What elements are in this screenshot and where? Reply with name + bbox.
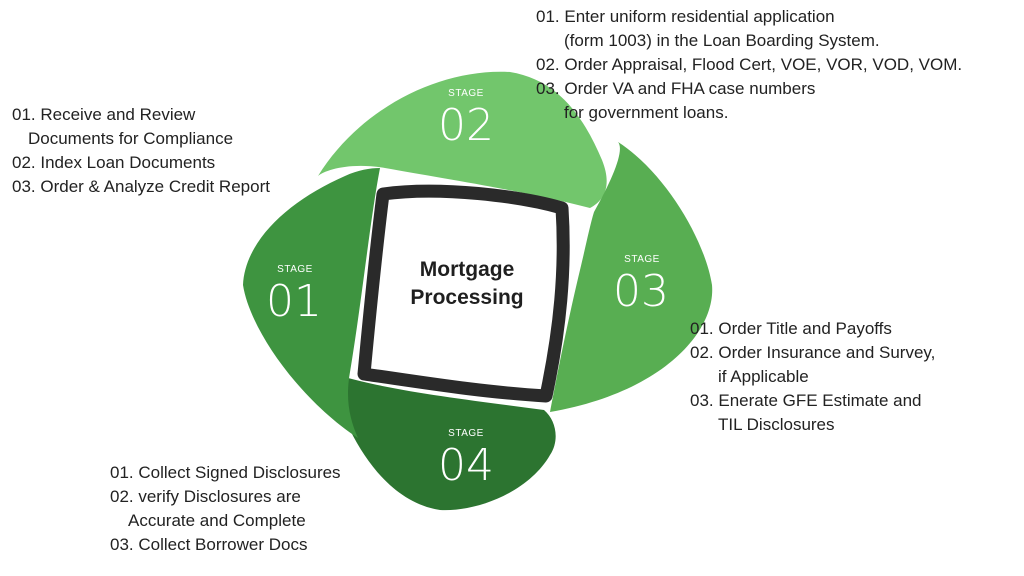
center-title-line1: Mortgage — [420, 258, 515, 281]
stage-02-petal — [318, 71, 607, 208]
stage-02-line-1: 01. Enter uniform residential applicatio… — [536, 7, 835, 26]
center-panel — [372, 199, 555, 388]
center-frame — [357, 184, 570, 403]
stage-01-line-2: Documents for Compliance — [28, 129, 234, 148]
stage-02-line-3: 02. Order Appraisal, Flood Cert, VOE, VO… — [536, 55, 963, 74]
stage-02-label: STAGE — [448, 88, 484, 99]
stage-01-line-3: 02. Index Loan Documents — [12, 153, 216, 172]
stage-03-text: 01. Order Title and Payoffs 02. Order In… — [690, 317, 935, 437]
stage-03-line-5: TIL Disclosures — [718, 415, 835, 434]
stage-04-number: 04 — [438, 440, 494, 491]
stage-01-line-1: 01. Receive and Review — [12, 105, 196, 124]
stage-02-line-4: 03. Order VA and FHA case numbers — [536, 79, 816, 98]
stage-02-number: 02 — [438, 100, 494, 151]
stage-04-line-4: 03. Collect Borrower Docs — [110, 535, 308, 554]
stage-04-label: STAGE — [448, 428, 484, 439]
stage-01-line-4: 03. Order & Analyze Credit Report — [12, 177, 270, 196]
stage-01-petal — [243, 168, 380, 438]
stage-04-line-1: 01. Collect Signed Disclosures — [110, 463, 341, 482]
stage-02-line-5: for government loans. — [564, 103, 729, 122]
stage-03-line-1: 01. Order Title and Payoffs — [690, 319, 892, 338]
stage-03-label: STAGE — [624, 254, 660, 265]
stage-03-number: 03 — [613, 266, 669, 317]
stage-02-text: 01. Enter uniform residential applicatio… — [536, 5, 962, 125]
center-title-line2: Processing — [410, 286, 523, 309]
stage-04-petal — [344, 378, 556, 511]
stage-01-label: STAGE — [277, 264, 313, 275]
stage-01-text: 01. Receive and Review Documents for Com… — [12, 103, 270, 199]
stage-03-line-2: 02. Order Insurance and Survey, — [690, 343, 936, 362]
stage-02-line-2: (form 1003) in the Loan Boarding System. — [564, 31, 880, 50]
stage-04-text: 01. Collect Signed Disclosures 02. verif… — [110, 461, 341, 557]
stage-04-line-2: 02. verify Disclosures are — [110, 487, 301, 506]
stage-04-line-3: Accurate and Complete — [128, 511, 306, 530]
stage-03-petal — [550, 142, 713, 412]
stage-03-line-4: 03. Enerate GFE Estimate and — [690, 391, 922, 410]
stage-01-number: 01 — [266, 276, 322, 327]
stage-03-line-3: if Applicable — [718, 367, 809, 386]
